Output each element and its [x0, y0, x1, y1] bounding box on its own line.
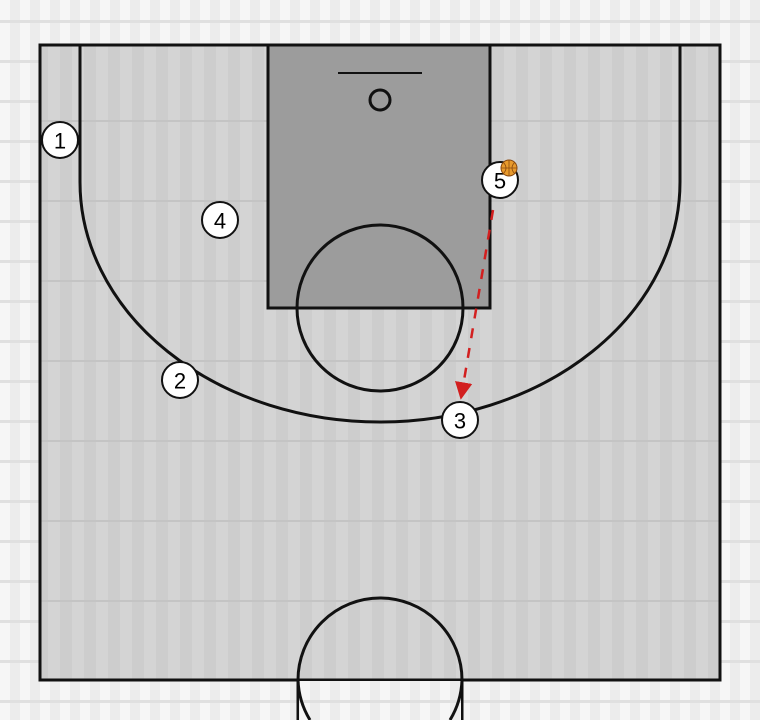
player-4-label: 4 [214, 209, 226, 234]
player-1-label: 1 [54, 129, 66, 154]
center-circle-lower-left [296, 679, 312, 720]
basketball-icon [500, 159, 518, 177]
player-1[interactable]: 1 [41, 121, 79, 159]
player-5-label: 5 [494, 169, 506, 194]
free-throw-circle [295, 223, 465, 393]
three-point-line [78, 45, 682, 424]
center-circle-lower-right [448, 679, 464, 720]
player-3-label: 3 [454, 409, 466, 434]
paint-area [266, 43, 492, 310]
center-circle-mask [299, 681, 461, 720]
player-3[interactable]: 3 [441, 401, 479, 439]
player-4[interactable]: 4 [201, 201, 239, 239]
rim [368, 88, 392, 112]
player-2[interactable]: 2 [161, 361, 199, 399]
player-2-label: 2 [174, 369, 186, 394]
